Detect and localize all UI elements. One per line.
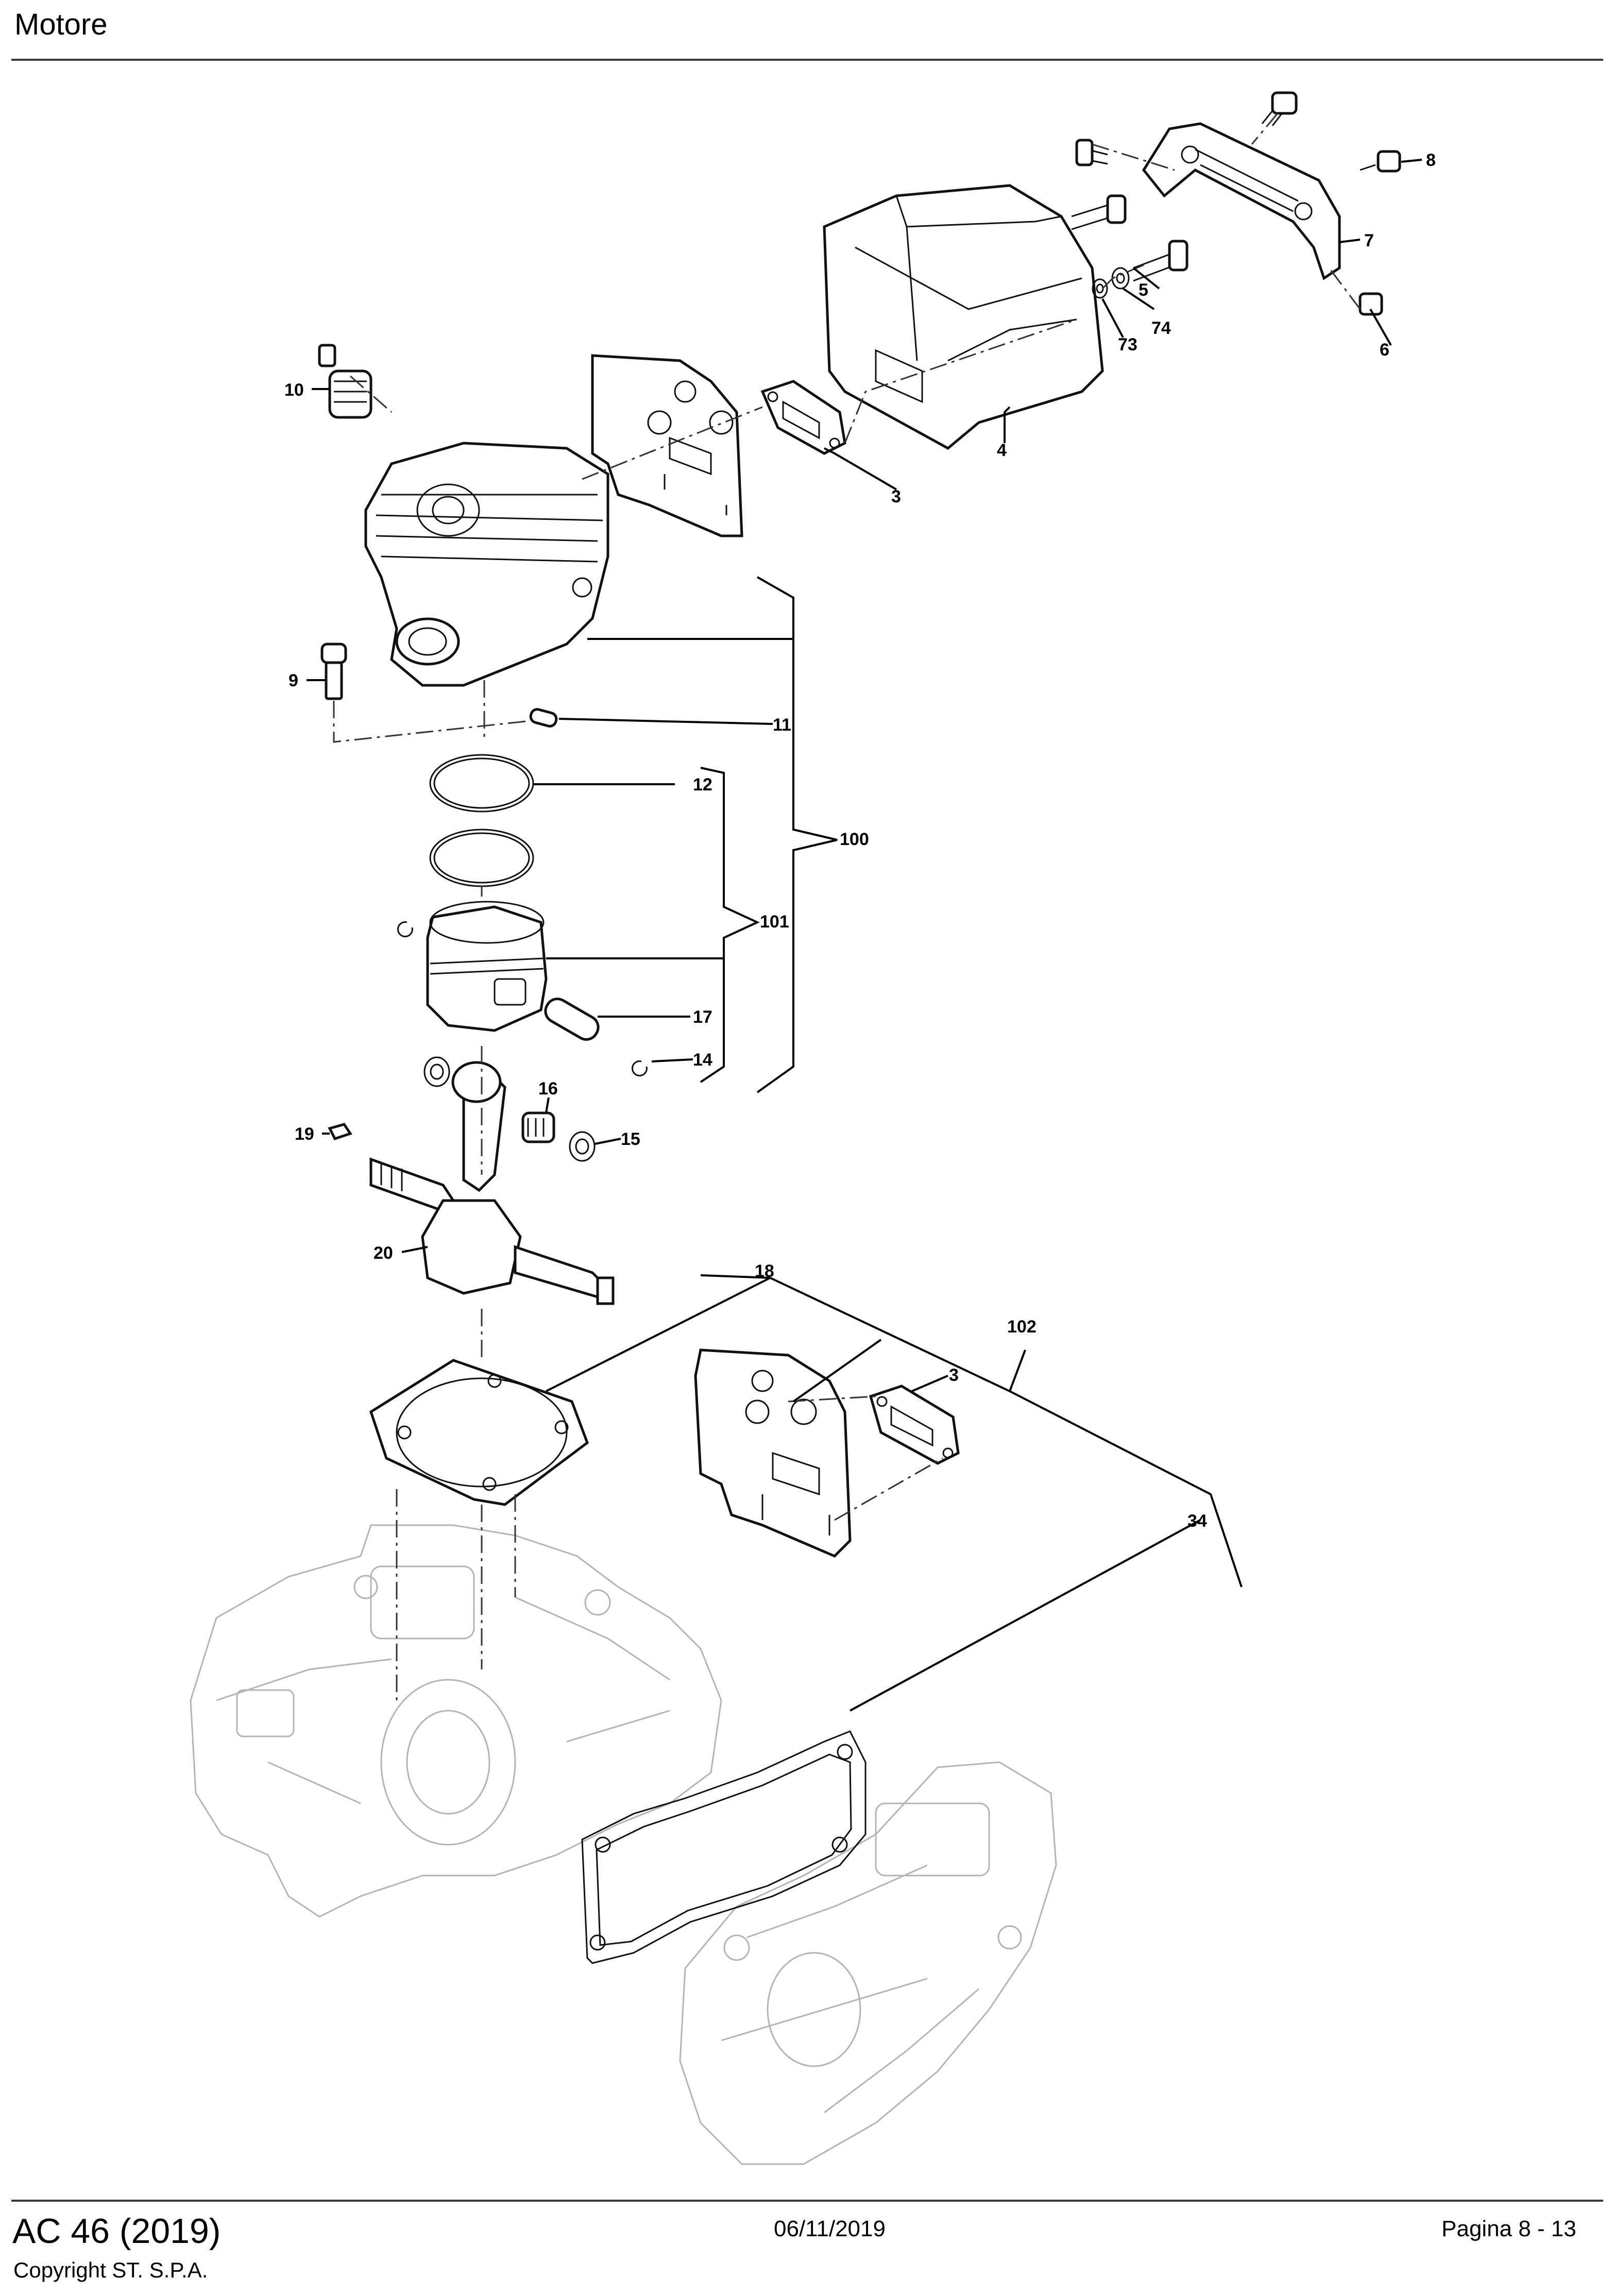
print-date: 06/11/2019 — [774, 2216, 886, 2241]
needle-bearing — [521, 1111, 555, 1143]
muffler-screws — [1071, 91, 1401, 316]
header-divider — [11, 59, 1603, 61]
crankshaft — [369, 1061, 615, 1305]
callout-label: 12 — [693, 775, 712, 795]
copyright-text: Copyright ST. S.P.A. — [13, 2258, 208, 2282]
callout-label: 4 — [997, 441, 1007, 460]
footer-divider — [11, 2200, 1603, 2202]
heat-shield-plate-upper — [591, 354, 743, 537]
circlips — [397, 921, 648, 1076]
callout-label: 5 — [1139, 280, 1148, 300]
dowel-pin — [529, 708, 558, 728]
muffler — [823, 184, 1104, 450]
callout-label: 102 — [1007, 1317, 1037, 1337]
callout-label: 17 — [693, 1007, 712, 1027]
callout-label: 10 — [284, 380, 304, 400]
callout-label: 11 — [773, 715, 791, 735]
callout-label: 8 — [1426, 150, 1436, 170]
crankcase-left-half — [190, 1524, 722, 1918]
cylinder-base-gasket — [369, 1359, 589, 1506]
muffler-gasket-lower — [869, 1385, 960, 1465]
callout-label: 16 — [538, 1079, 558, 1099]
cylinder — [364, 442, 609, 687]
woodruff-key — [328, 1123, 352, 1141]
callout-label: 101 — [760, 912, 789, 932]
muffler-gasket-upper — [760, 380, 846, 455]
crankcase-gasket — [581, 1730, 867, 1964]
piston — [426, 901, 548, 1032]
callout-labels: 10 3 4 5 6 7 8 73 74 9 11 12 100 101 17 … — [284, 150, 1436, 1531]
callout-label: 73 — [1118, 335, 1137, 354]
callout-label: 3 — [949, 1365, 959, 1385]
callout-label: 14 — [693, 1050, 712, 1070]
washers — [1092, 267, 1130, 299]
callout-label: 19 — [295, 1124, 314, 1144]
callout-label: 74 — [1151, 318, 1171, 338]
thrust-washers — [423, 1056, 596, 1162]
cylinder-bolt — [320, 643, 347, 700]
callout-label: 18 — [755, 1261, 774, 1281]
model-name: AC 46 (2019) — [12, 2211, 221, 2251]
heat-shield-plate-lower — [694, 1348, 852, 1558]
page-title: Motore — [14, 8, 108, 41]
assembly-axis-lines — [333, 113, 1361, 1700]
callout-label: 9 — [288, 671, 298, 690]
callout-label: 34 — [1187, 1511, 1207, 1531]
callout-label: 3 — [891, 487, 901, 507]
spark-plug — [318, 344, 372, 419]
callout-label: 100 — [840, 830, 869, 849]
callout-label: 6 — [1380, 340, 1389, 360]
piston-rings — [429, 754, 534, 887]
muffler-bracket — [1142, 122, 1341, 280]
crankcase-right-half — [679, 1761, 1057, 2165]
piston-pin — [544, 998, 600, 1041]
page-number: Pagina 8 - 13 — [1441, 2216, 1576, 2241]
callout-label: 15 — [621, 1129, 640, 1149]
leader-lines — [307, 159, 1422, 1712]
callout-label: 7 — [1364, 231, 1374, 250]
callout-label: 20 — [373, 1243, 393, 1263]
